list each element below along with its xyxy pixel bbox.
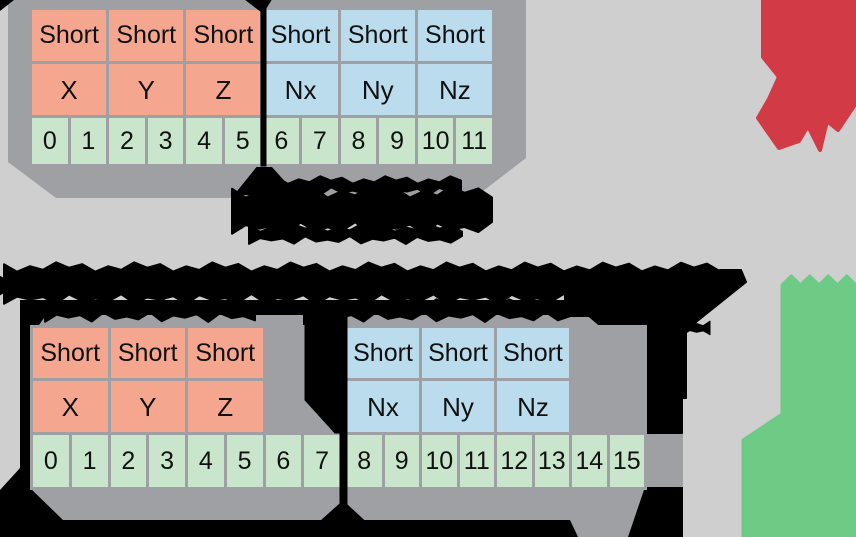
field-cell: Nx — [263, 64, 338, 115]
buffer-gap-wedge — [304, 312, 348, 434]
byte-cell: 9 — [379, 118, 415, 164]
byte6-callout-subtext-blob — [248, 223, 463, 245]
top-left-corner-fragment — [0, 0, 14, 11]
byte-cell: 15 — [609, 435, 644, 487]
byte-cell: 5 — [226, 435, 263, 487]
field-cell: X — [33, 381, 108, 432]
byte-cell: 6 — [265, 435, 302, 487]
byte-cell: 1 — [71, 435, 108, 487]
byte-cell: 6 — [263, 118, 300, 164]
byte-cell: 7 — [304, 435, 340, 487]
byte-cell: 12 — [497, 435, 532, 487]
byte-cell: 1 — [70, 118, 107, 164]
distorted-right-block — [564, 269, 747, 434]
byte-cell: 3 — [149, 435, 185, 487]
red-cross-mark-blob — [756, 0, 856, 152]
field-cell: Nz — [417, 64, 492, 115]
type-cell: Short — [347, 328, 419, 378]
type-cell: Short — [33, 328, 108, 378]
field-cell: Ny — [340, 64, 415, 115]
field-cell: Nx — [347, 381, 419, 432]
byte-cell: 0 — [33, 435, 69, 487]
green-check-mark-blob — [741, 274, 856, 537]
byte-row-stub — [645, 433, 683, 487]
field-cell: Y — [110, 381, 185, 432]
field-cell: Nz — [497, 381, 569, 432]
type-cell: Short — [188, 328, 263, 378]
byte-cell: 8 — [347, 435, 382, 487]
type-cell: Short — [186, 10, 261, 61]
field-cell: X — [32, 64, 107, 115]
byte-cell: 9 — [384, 435, 419, 487]
byte-cell: 10 — [422, 435, 457, 487]
byte-cell: 13 — [534, 435, 569, 487]
byte-cell: 4 — [188, 435, 224, 487]
byte-cell: 5 — [224, 118, 261, 164]
byte-cell: 2 — [110, 435, 147, 487]
byte6-divider-top-wedge — [245, 0, 272, 14]
byte-cell: 8 — [340, 118, 377, 164]
type-cell: Short — [340, 10, 415, 61]
byte-cell: 4 — [186, 118, 222, 164]
byte-cell: 2 — [109, 118, 145, 164]
byte-cell: 3 — [147, 118, 184, 164]
type-cell: Short — [263, 10, 338, 61]
type-cell: Short — [417, 10, 492, 61]
byte-cell: 0 — [32, 118, 68, 164]
byte-cell: 7 — [302, 118, 338, 164]
byte6-divider-line — [260, 0, 267, 167]
field-cell: Z — [186, 64, 261, 115]
paragraph-left-fragment — [0, 275, 23, 296]
byte-cell: 10 — [417, 118, 454, 164]
type-cell: Short — [109, 10, 184, 61]
byte-cell: 11 — [456, 118, 492, 164]
byte8-divider-bottom-wedge — [302, 500, 383, 537]
right-table-caption-blob — [314, 298, 571, 323]
type-cell: Short — [422, 328, 494, 378]
field-cell: Y — [109, 64, 184, 115]
type-cell: Short — [110, 328, 185, 378]
type-cell: Short — [497, 328, 569, 378]
field-cell: Z — [188, 381, 263, 432]
field-cell: Ny — [422, 381, 494, 432]
tiny-squiggle-fragment — [682, 320, 711, 336]
byte-cell: 11 — [459, 435, 494, 487]
byte-cell: 14 — [572, 435, 607, 487]
type-cell: Short — [32, 10, 107, 61]
left-table-caption-blob — [44, 298, 256, 323]
